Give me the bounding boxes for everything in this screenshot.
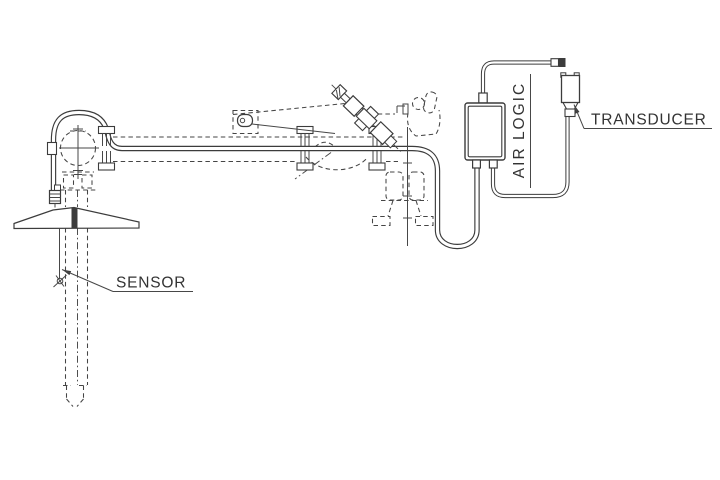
- transducer-cable: [490, 116, 570, 199]
- main-tube: [50, 109, 480, 250]
- support-bracket-dashed: [396, 91, 441, 137]
- transducer-connector: [564, 108, 576, 118]
- lever-knob: [236, 113, 336, 134]
- hidden-hose-sag: [305, 156, 369, 171]
- transducer-label: TRANSDUCER: [591, 112, 707, 129]
- transducer: [560, 72, 581, 118]
- air-logic-box: [464, 92, 506, 169]
- air-logic-label: AIR LOGIC: [511, 82, 528, 178]
- bend-center-line: [403, 127, 412, 246]
- vent-fitting: [550, 58, 560, 67]
- hidden-arc: [314, 141, 336, 148]
- box-top-port: [478, 92, 488, 104]
- inline-flange: [97, 125, 116, 171]
- sensor-label-group: SENSOR: [61, 269, 193, 292]
- sensor-wire: [53, 228, 67, 288]
- valve-assembly: [331, 83, 402, 152]
- mounting-plate: [13, 206, 140, 230]
- lever-rod: [251, 123, 336, 134]
- center-lines: [59, 125, 99, 179]
- clamp-bracket-dashed: [371, 171, 434, 227]
- lever-mechanism: [232, 102, 346, 135]
- transducer-label-group: TRANSDUCER: [573, 104, 712, 129]
- valve-cross-flange: [355, 107, 378, 130]
- sensor-leader: [61, 269, 114, 292]
- leg-bracket: [46, 141, 58, 156]
- vent-fitting-tip: [558, 58, 566, 67]
- plate-center-band: [71, 207, 78, 229]
- transducer-leader: [573, 104, 585, 129]
- vent-tube: [480, 58, 566, 95]
- tube-end-fitting: [48, 184, 62, 208]
- sensor-tip: [56, 277, 64, 285]
- transducer-body: [560, 74, 581, 104]
- sensor-label: SENSOR: [116, 275, 186, 292]
- probe-hidden-lines: [63, 190, 89, 407]
- box-bottom-port-right: [488, 159, 498, 169]
- box-bottom-port-left: [472, 159, 482, 169]
- air-logic-label-group: AIR LOGIC: [511, 74, 531, 188]
- hidden-machinery-outline: [59, 91, 441, 407]
